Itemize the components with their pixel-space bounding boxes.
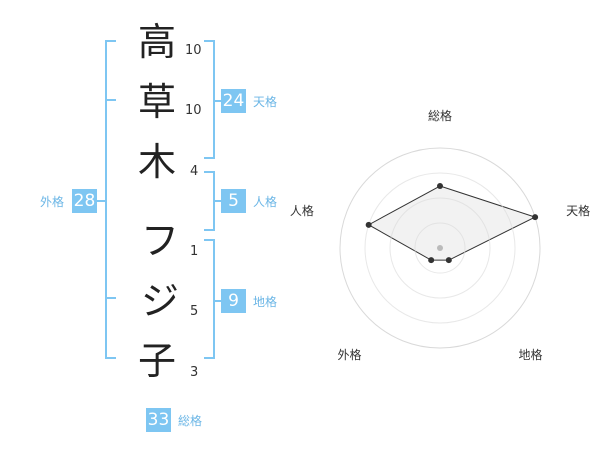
radar-axis-label-5: 人格 bbox=[290, 203, 314, 218]
gaikaku-label: 外格 bbox=[40, 195, 65, 209]
gaikaku-bracket bbox=[105, 40, 116, 359]
chikaku-label: 地格 bbox=[253, 295, 278, 309]
stroke-count-2: 10 bbox=[185, 103, 202, 118]
stroke-count-6: 3 bbox=[190, 365, 199, 380]
radar-ring-overlay-1 bbox=[414, 222, 466, 274]
stroke-count-4: 1 bbox=[190, 244, 199, 259]
name-char-5: ジ bbox=[141, 279, 180, 323]
tenkaku-label: 天格 bbox=[253, 95, 278, 109]
chikaku-badge: 9 bbox=[221, 289, 246, 313]
name-char-4: フ bbox=[141, 219, 180, 263]
jinkaku-badge: 5 bbox=[221, 189, 246, 213]
jinkaku-label: 人格 bbox=[253, 195, 278, 209]
radar-axis-label-1: 総格 bbox=[428, 108, 452, 123]
soukaku-label: 総格 bbox=[178, 414, 203, 428]
soukaku-badge: 33 bbox=[146, 408, 171, 432]
name-char-3: 木 bbox=[138, 140, 177, 184]
radar-axis-label-4: 外格 bbox=[337, 347, 361, 362]
radar-point-5 bbox=[365, 221, 372, 228]
gaikaku-badge: 28 bbox=[72, 189, 97, 213]
name-char-2: 草 bbox=[138, 80, 177, 124]
radar-point-1 bbox=[437, 183, 443, 189]
radar-ring-overlay-2 bbox=[389, 197, 491, 299]
radar-point-2 bbox=[532, 214, 539, 221]
tenkaku-badge: 24 bbox=[221, 89, 246, 113]
radar-center-dot bbox=[437, 245, 443, 251]
radar-axis-label-2: 天格 bbox=[566, 203, 590, 218]
stroke-count-1: 10 bbox=[185, 43, 202, 58]
chikaku-bracket bbox=[204, 239, 215, 359]
radar-axis-label-3: 地格 bbox=[519, 347, 543, 362]
name-char-1: 高 bbox=[138, 20, 177, 64]
stroke-count-3: 4 bbox=[190, 164, 199, 179]
stroke-count-5: 5 bbox=[190, 304, 199, 319]
name-char-6: 子 bbox=[138, 339, 177, 383]
radar-ring-overlay-3 bbox=[364, 172, 516, 324]
radar-point-3 bbox=[445, 257, 452, 264]
radar-value-polygon bbox=[367, 185, 537, 261]
radar-point-4 bbox=[428, 257, 435, 264]
tenkaku-bracket bbox=[204, 40, 215, 159]
